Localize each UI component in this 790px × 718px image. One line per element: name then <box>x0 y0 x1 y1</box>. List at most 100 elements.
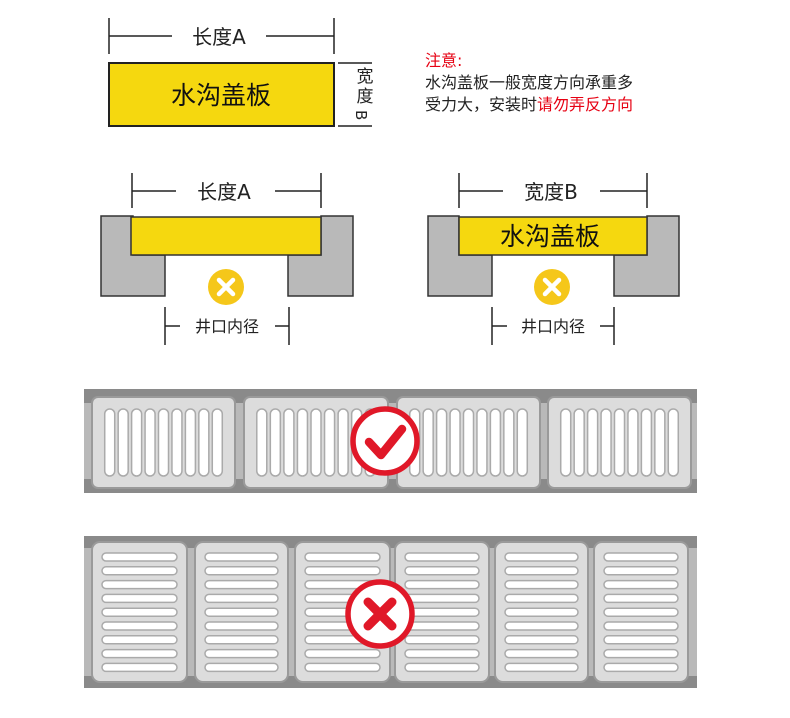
grate-slot <box>323 408 336 477</box>
grate-slot <box>269 408 282 477</box>
grate-slot <box>504 662 579 673</box>
grate-slot <box>101 579 178 590</box>
grate-slot <box>404 662 480 673</box>
grate-slot <box>283 408 295 477</box>
note-line-2: 受力大，安装时请勿弄反方向 <box>425 94 785 116</box>
correct-install-channel <box>84 389 697 493</box>
grate-slot <box>489 408 502 477</box>
grate-plate <box>91 396 236 489</box>
grate-slot <box>435 408 448 477</box>
grate-slot <box>613 408 626 477</box>
grate-slot <box>600 408 612 477</box>
grate-slot <box>503 408 515 477</box>
grate-slot <box>204 648 279 659</box>
grate-slot <box>603 593 679 604</box>
x-circle-icon <box>208 269 244 305</box>
grate-slot <box>204 552 279 562</box>
grate-slot <box>504 648 579 659</box>
grate-slot <box>101 635 178 645</box>
grate-slot <box>667 408 680 477</box>
grate-slot <box>516 408 529 477</box>
grate-slot <box>204 593 279 604</box>
grate-slot <box>204 607 279 617</box>
grate-plate <box>194 541 289 683</box>
right-cover-label: 水沟盖板 <box>500 222 600 251</box>
grate-slot <box>603 566 679 576</box>
grate-slot <box>404 621 480 631</box>
grate-slot <box>157 408 170 477</box>
width-b-vertical-3: B <box>352 110 370 120</box>
grate-slot <box>204 621 279 631</box>
grate-slot <box>504 552 579 562</box>
grate-slot <box>204 635 279 645</box>
cover-label: 水沟盖板 <box>171 81 271 110</box>
grate-slot <box>504 621 579 631</box>
right-opening-label: 井口内径 <box>521 317 585 336</box>
grate-slot <box>654 408 666 477</box>
grate-slot <box>504 607 579 617</box>
left-section: 长度A 井口内径 <box>100 173 354 345</box>
grate-slot <box>404 579 480 590</box>
grate-slot <box>198 408 210 477</box>
grate-slot <box>296 408 309 477</box>
grate-slot <box>404 607 480 617</box>
grate-slot <box>130 408 143 477</box>
grate-plate <box>494 541 589 683</box>
left-opening-label: 井口内径 <box>195 317 259 336</box>
grate-slot <box>304 566 381 576</box>
grate-slot <box>586 408 599 477</box>
grate-slot <box>184 408 197 477</box>
grate-slot <box>504 593 579 604</box>
grate-slot <box>404 648 480 659</box>
x-circle-icon <box>534 269 570 305</box>
note-warning: 请勿弄反方向 <box>537 95 634 114</box>
grate-slot <box>204 662 279 673</box>
top-dimension-length: 长度A <box>108 18 335 54</box>
grate-slot <box>603 621 679 631</box>
grate-plate <box>394 541 490 683</box>
grate-slot <box>627 408 639 477</box>
installation-note: 注意: 水沟盖板一般宽度方向承重多 受力大，安装时请勿弄反方向 <box>425 50 785 116</box>
grate-slot <box>310 408 322 477</box>
grate-slot <box>404 552 480 562</box>
grate-slot <box>404 593 480 604</box>
note-title: 注意: <box>425 51 463 70</box>
grate-slot <box>103 408 116 477</box>
grate-slot <box>304 648 381 659</box>
x-circle-icon <box>345 579 415 649</box>
grate-plate <box>396 396 541 489</box>
grate-slot <box>101 662 178 673</box>
grate-slot <box>603 607 679 617</box>
grate-plate <box>91 541 188 683</box>
grate-slot <box>211 408 224 477</box>
grate-slot <box>101 621 178 631</box>
grate-slot <box>101 566 178 576</box>
grate-slot <box>101 607 178 617</box>
grate-slot <box>337 408 349 477</box>
grate-slot <box>603 648 679 659</box>
grate-slot <box>117 408 129 477</box>
grate-slot <box>171 408 183 477</box>
left-length-a-label: 长度A <box>197 180 251 204</box>
grate-slot <box>603 635 679 645</box>
grate-slot <box>462 408 475 477</box>
grate-slot <box>204 566 279 576</box>
right-width-b-label: 宽度B <box>524 180 578 204</box>
width-b-vertical-2: 度 <box>357 87 374 107</box>
note-line-2-prefix: 受力大，安装时 <box>425 95 538 114</box>
width-b-vertical-1: 宽 <box>357 67 374 87</box>
grate-slot <box>256 408 268 477</box>
grate-slot <box>504 566 579 576</box>
grate-slot <box>504 579 579 590</box>
grate-plate <box>593 541 689 683</box>
grate-slot <box>573 408 585 477</box>
top-dimension-width: 宽 度 B <box>338 62 374 127</box>
grate-slot <box>404 635 480 645</box>
wrong-install-channel <box>84 536 697 688</box>
check-circle-icon <box>350 406 420 476</box>
grate-slot <box>304 662 381 673</box>
grate-slot <box>640 408 653 477</box>
note-line-1: 水沟盖板一般宽度方向承重多 <box>425 73 634 92</box>
grate-slot <box>101 648 178 659</box>
